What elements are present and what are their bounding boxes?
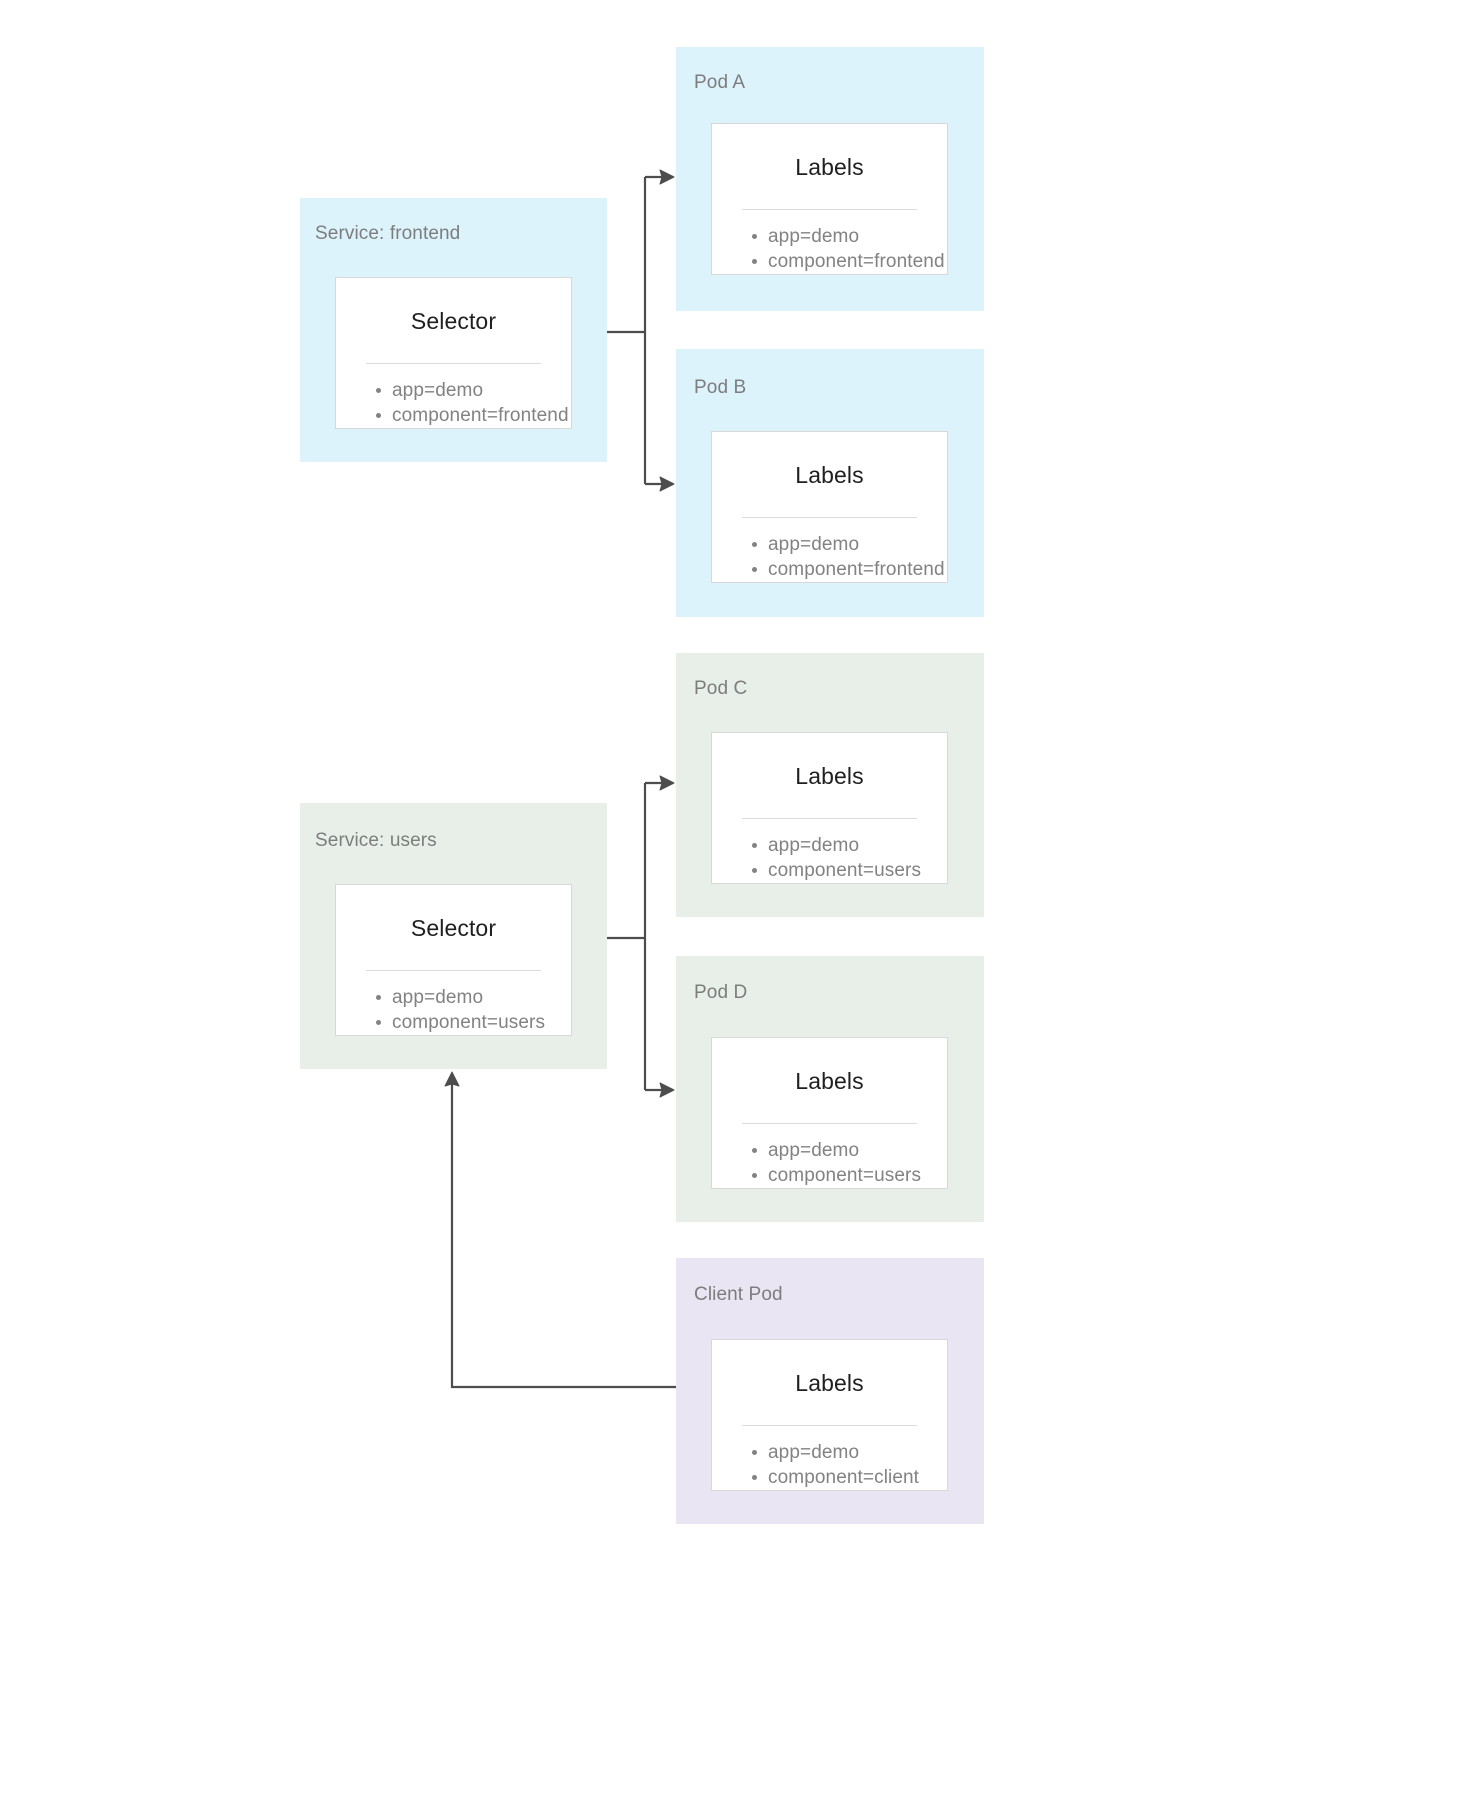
pod-c-group[interactable]: Pod C Labels app=demo component=users [676,653,984,917]
pod-label-item: component=frontend [752,557,947,582]
pod-label-item: app=demo [752,532,947,557]
pod-a-title: Pod A [694,72,746,93]
pod-b-title: Pod B [694,377,747,398]
service-frontend-selector-card[interactable]: Selector app=demo component=frontend [335,277,572,429]
pod-label-item: component=frontend [752,249,947,274]
service-users-selector-card[interactable]: Selector app=demo component=users [335,884,572,1036]
pod-b-group[interactable]: Pod B Labels app=demo component=frontend [676,349,984,617]
pod-label-list: app=demo component=users [712,1124,947,1188]
card-divider [742,517,917,518]
service-frontend-group[interactable]: Service: frontend Selector app=demo comp… [300,198,607,462]
card-divider [366,363,541,364]
labels-card-title: Labels [795,1068,864,1094]
pod-d-title: Pod D [694,982,748,1003]
arrowhead-pod-b [659,476,675,492]
service-users-title: Service: users [315,830,437,851]
arrowhead-pod-d [659,1082,675,1098]
pod-label-item: component=users [752,858,947,883]
pod-label-item: app=demo [752,1138,947,1163]
selector-card-title: Selector [410,308,497,334]
labels-card-title: Labels [795,1370,864,1396]
service-frontend-title: Service: frontend [315,223,461,244]
pod-a-group[interactable]: Pod A Labels app=demo component=frontend [676,47,984,311]
pod-d-labels-card[interactable]: Labels app=demo component=users [711,1037,948,1189]
connector-client-to-users [450,1078,676,1389]
pod-c-labels-card[interactable]: Labels app=demo component=users [711,732,948,884]
selector-label-list: app=demo component=users [336,971,571,1035]
selector-label-item: component=frontend [376,403,571,428]
pod-label-list: app=demo component=client [712,1426,947,1490]
client-pod-title: Client Pod [694,1284,783,1305]
arrowhead-pod-c [659,775,675,791]
pod-label-list: app=demo component=frontend [712,518,947,582]
selector-label-item: app=demo [376,378,571,403]
selector-label-list: app=demo component=frontend [336,364,571,428]
selector-label-item: component=users [376,1010,571,1035]
labels-card-title: Labels [795,154,864,180]
pod-a-labels-card[interactable]: Labels app=demo component=frontend [711,123,948,275]
pod-label-item: app=demo [752,833,947,858]
pod-label-item: app=demo [752,224,947,249]
card-divider [742,1425,917,1426]
arrowhead-users-service [444,1071,460,1087]
client-pod-group[interactable]: Client Pod Labels app=demo component=cli… [676,1258,984,1524]
pod-label-list: app=demo component=users [712,819,947,883]
client-pod-labels-card[interactable]: Labels app=demo component=client [711,1339,948,1491]
service-users-group[interactable]: Service: users Selector app=demo compone… [300,803,607,1069]
card-divider [742,1123,917,1124]
card-divider [742,209,917,210]
arrowhead-pod-a [659,169,675,185]
labels-card-title: Labels [795,763,864,789]
selector-label-item: app=demo [376,985,571,1010]
pod-b-labels-card[interactable]: Labels app=demo component=frontend [711,431,948,583]
pod-label-list: app=demo component=frontend [712,210,947,274]
pod-c-title: Pod C [694,678,748,699]
pod-label-item: component=users [752,1163,947,1188]
pod-d-group[interactable]: Pod D Labels app=demo component=users [676,956,984,1222]
pod-label-item: component=client [752,1465,947,1490]
card-divider [366,970,541,971]
selector-card-title: Selector [410,915,497,941]
card-divider [742,818,917,819]
pod-label-item: app=demo [752,1440,947,1465]
labels-card-title: Labels [795,462,864,488]
